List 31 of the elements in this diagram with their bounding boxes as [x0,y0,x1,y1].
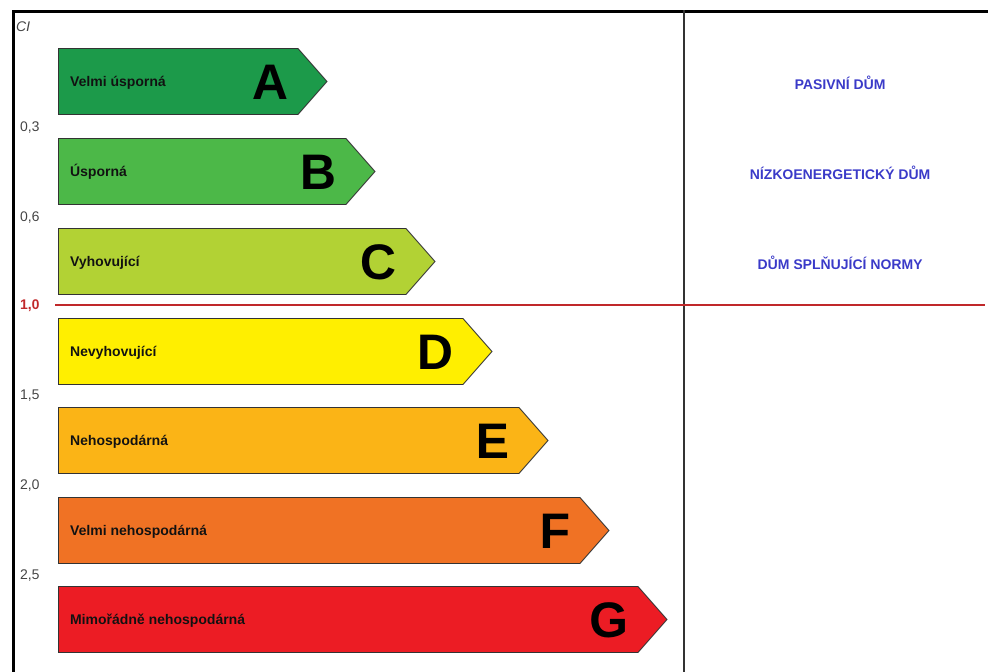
scale-value: 2,0 [20,476,40,492]
building-category: DŮM SPLŇUJÍCÍ NORMY [756,256,924,272]
scale-value: 0,6 [20,208,40,224]
rating-label: Úsporná [70,162,127,178]
rating-letter: D [416,326,453,376]
axis-title: CI [16,18,30,34]
rating-letter: G [589,594,628,644]
rating-letter: C [360,236,396,286]
building-category: NÍZKOENERGETICKÝ DŮM [748,166,932,182]
rating-band [58,407,549,474]
rating-letter: B [300,146,336,196]
scale-value: 0,3 [20,118,40,134]
rating-band [58,497,610,564]
rating-label: Vyhovující [70,252,140,268]
rating-band [58,48,328,115]
rating-letter: F [539,506,570,556]
rating-label: Nehospodárná [70,432,168,448]
rating-band [58,586,668,653]
rating-band [58,138,376,205]
scale-value: 1,5 [20,386,40,402]
rating-label: Velmi úsporná [70,72,166,88]
rating-letter: A [252,56,288,106]
rating-letter: E [476,416,509,466]
building-category: PASIVNÍ DŮM [794,76,886,92]
scale-value: 2,5 [20,566,40,582]
rating-band [58,228,436,295]
rating-label: Nevyhovující [70,342,156,358]
rating-label: Velmi nehospodárná [70,522,207,538]
rating-label: Mimořádně nehospodárná [70,610,246,626]
scale-value: 1,0 [20,296,40,312]
rating-band [58,318,493,385]
